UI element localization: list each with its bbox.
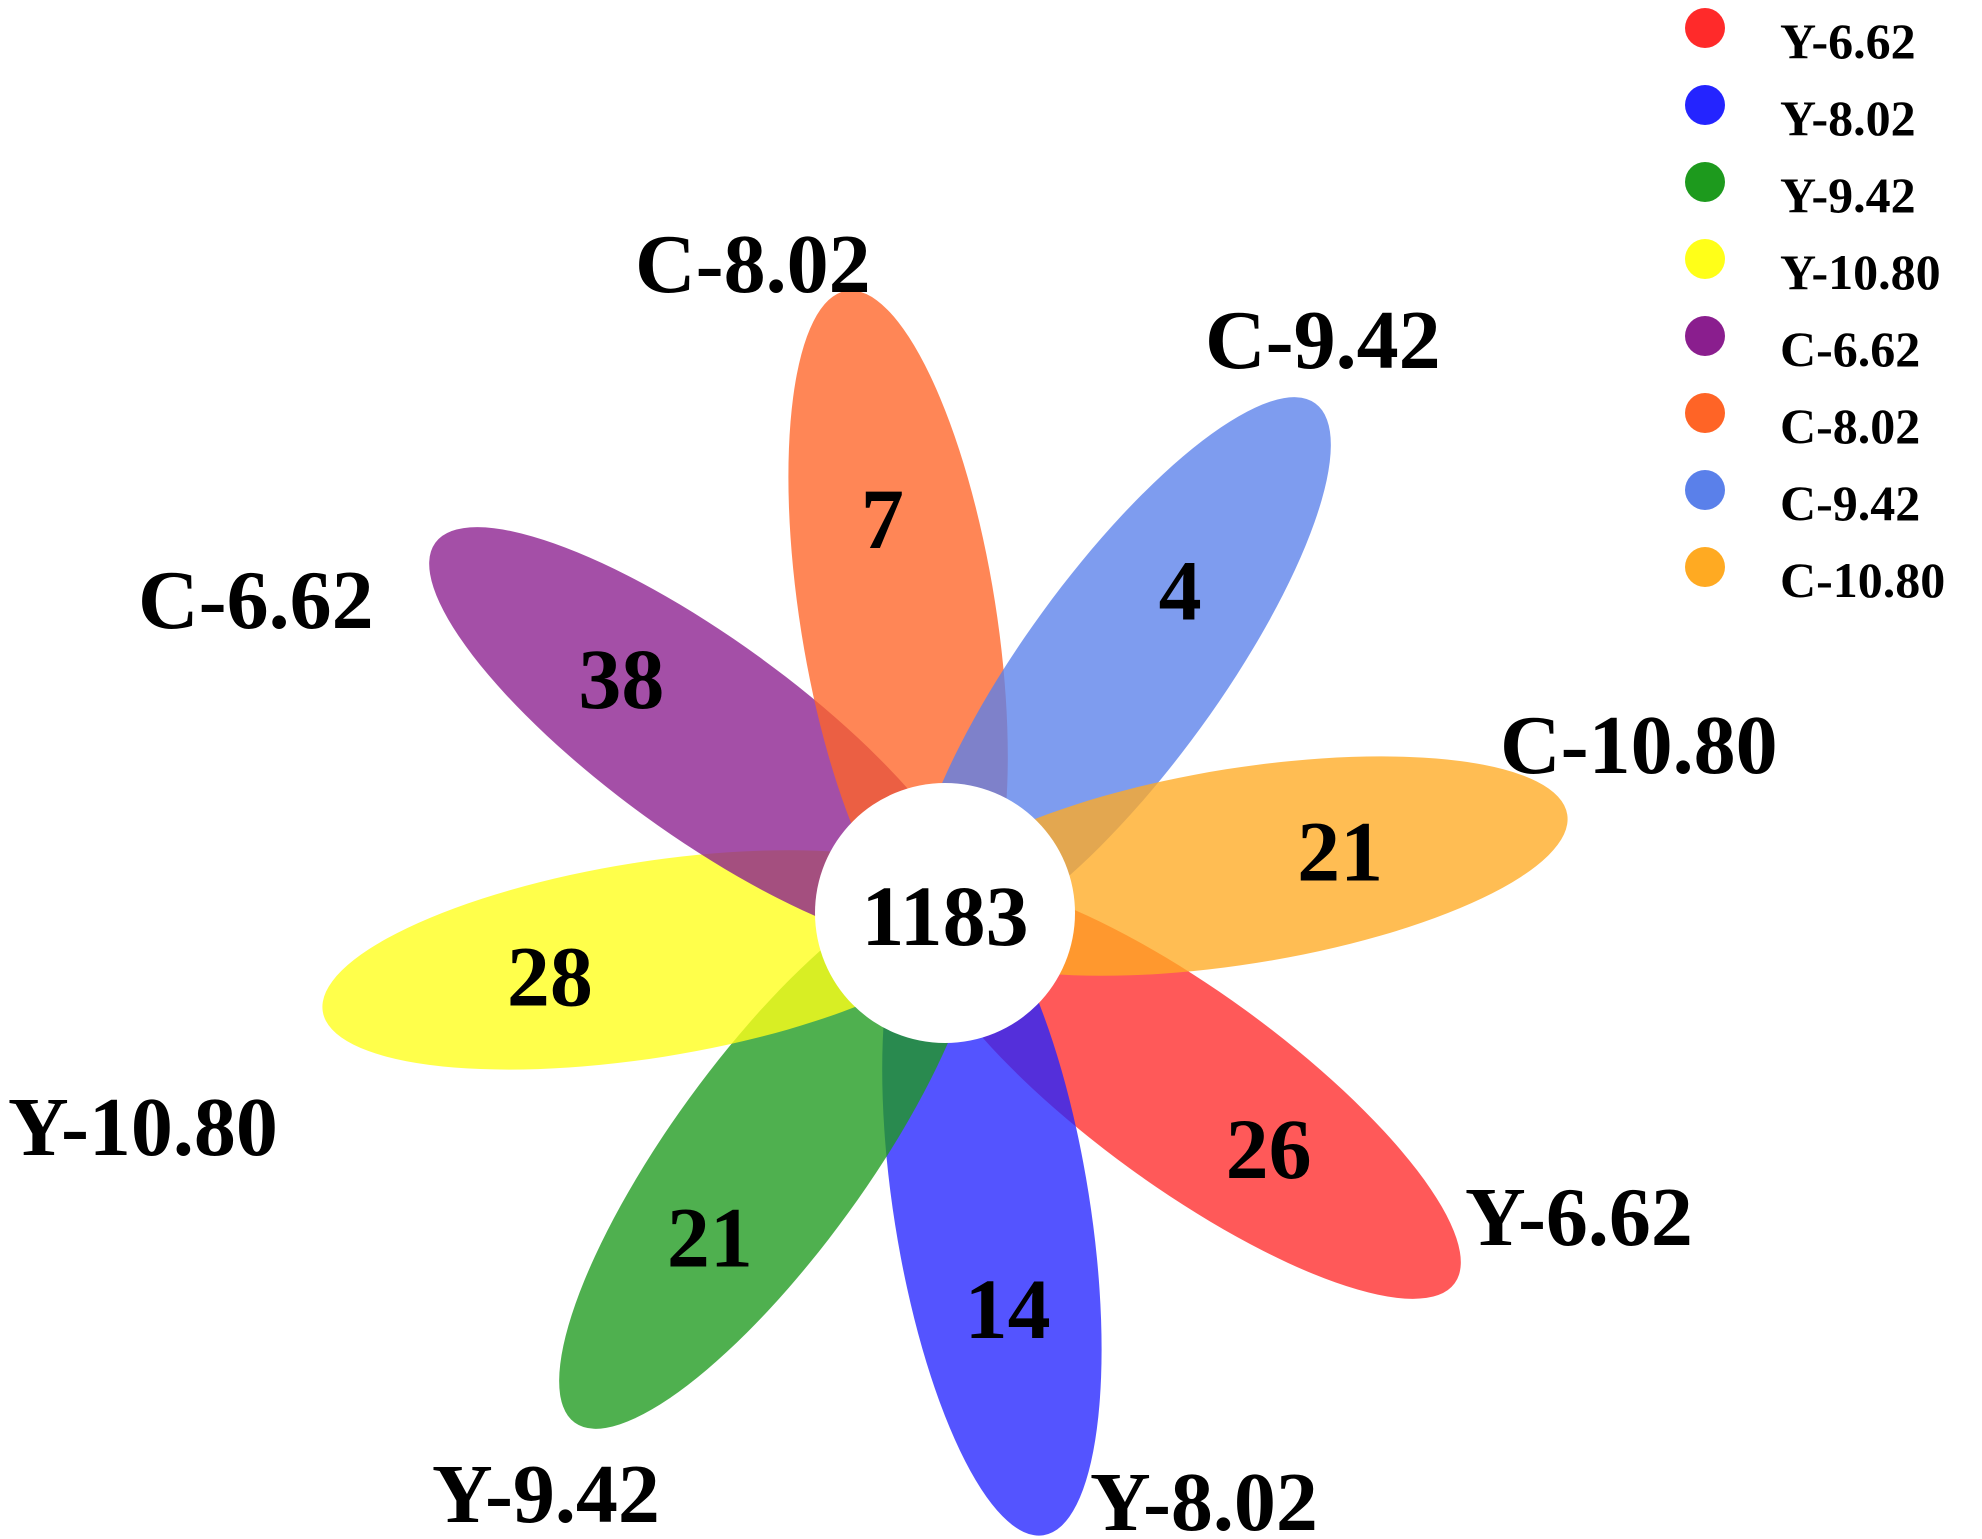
legend-item: C-6.62: [1685, 316, 1920, 377]
legend-label: C-6.62: [1780, 321, 1920, 377]
count-c662: 38: [578, 631, 664, 727]
legend-item: C-9.42: [1685, 470, 1920, 531]
set-label-c942: C-9.42: [1205, 294, 1441, 387]
set-label-y662: Y-6.62: [1465, 1171, 1693, 1264]
legend-swatch: [1685, 85, 1725, 125]
legend-label: C-9.42: [1780, 475, 1920, 531]
legend-label: Y-10.80: [1780, 244, 1941, 300]
legend-swatch: [1685, 393, 1725, 433]
petal-c1080: [915, 756, 1568, 976]
legend-item: Y-10.80: [1685, 239, 1941, 300]
unique-counts: 26 14 21 28 38 7 4 21: [507, 471, 1383, 1357]
legend-label: C-8.02: [1780, 398, 1920, 454]
center-count: 1183: [861, 868, 1028, 964]
legend-swatch: [1685, 316, 1725, 356]
count-y662: 26: [1226, 1101, 1312, 1197]
center-circle: [815, 783, 1075, 1043]
legend: Y-6.62 Y-8.02 Y-9.42 Y-10.80 C-6.62 C-8.…: [1685, 8, 1945, 608]
count-c802: 7: [861, 471, 904, 567]
legend-label: Y-6.62: [1780, 13, 1916, 69]
count-c1080: 21: [1297, 803, 1383, 899]
legend-item: C-10.80: [1685, 547, 1945, 608]
set-label-c662: C-6.62: [138, 554, 374, 647]
legend-item: Y-6.62: [1685, 8, 1916, 69]
legend-label: Y-8.02: [1780, 90, 1916, 146]
legend-label: Y-9.42: [1780, 167, 1916, 223]
legend-item: C-8.02: [1685, 393, 1920, 454]
legend-label: C-10.80: [1780, 552, 1945, 608]
legend-item: Y-8.02: [1685, 85, 1916, 146]
count-y942: 21: [667, 1190, 753, 1286]
legend-swatch: [1685, 470, 1725, 510]
legend-swatch: [1685, 547, 1725, 587]
set-label-y802: Y-8.02: [1090, 1456, 1318, 1539]
set-labels: Y-6.62 Y-8.02 Y-9.42 Y-10.80 C-6.62 C-8.…: [8, 218, 1778, 1539]
set-label-y1080: Y-10.80: [8, 1081, 278, 1174]
legend-swatch: [1685, 162, 1725, 202]
set-label-c1080: C-10.80: [1500, 699, 1778, 792]
count-y1080: 28: [507, 929, 593, 1025]
count-y802: 14: [965, 1261, 1051, 1357]
set-label-y942: Y-9.42: [432, 1448, 660, 1539]
count-c942: 4: [1159, 542, 1202, 638]
legend-item: Y-9.42: [1685, 162, 1916, 223]
legend-swatch: [1685, 239, 1725, 279]
set-label-c802: C-8.02: [635, 218, 871, 311]
legend-swatch: [1685, 8, 1725, 48]
